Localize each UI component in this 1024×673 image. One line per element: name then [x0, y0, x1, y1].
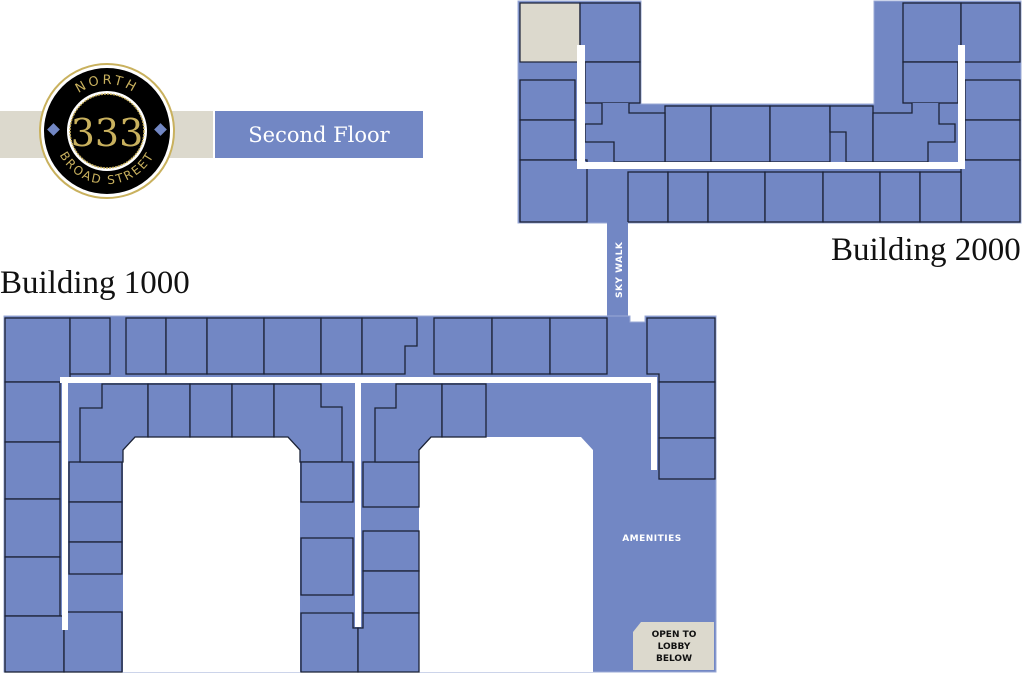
room[interactable] [165, 317, 208, 375]
room[interactable] [960, 2, 1021, 63]
room[interactable] [189, 383, 233, 438]
room[interactable] [584, 61, 641, 104]
room[interactable] [879, 171, 921, 223]
rooms-2000 [519, 2, 1021, 223]
room[interactable] [707, 171, 766, 223]
logo: NORTH BROAD STREET 333 [39, 63, 175, 199]
room[interactable] [627, 171, 669, 223]
open-to-lobby-below: OPEN TO LOBBY BELOW [633, 622, 714, 670]
room[interactable] [69, 317, 111, 375]
building-2000-title: Building 2000 [831, 232, 1021, 268]
room[interactable] [441, 383, 487, 438]
room[interactable] [68, 501, 123, 543]
room[interactable] [710, 105, 771, 163]
room[interactable] [68, 541, 123, 575]
room[interactable] [960, 159, 1021, 223]
room[interactable] [362, 530, 420, 572]
rooms-1000 [4, 317, 716, 673]
room[interactable] [4, 556, 61, 617]
courtyard [419, 437, 593, 672]
room[interactable] [357, 612, 420, 673]
svg-text:LOBBY: LOBBY [658, 642, 691, 652]
room[interactable] [664, 105, 712, 163]
room[interactable] [4, 441, 61, 500]
room[interactable] [125, 317, 167, 375]
room[interactable] [964, 79, 1021, 121]
amenities-area[interactable]: AMENITIES [622, 534, 682, 544]
building-1000: AMENITIES OPEN TO LOBBY BELOW [3, 315, 717, 673]
building-2000 [517, 0, 1022, 224]
room[interactable] [4, 615, 65, 673]
room[interactable] [300, 612, 359, 673]
svg-text:AMENITIES: AMENITIES [622, 534, 682, 544]
room[interactable] [4, 498, 61, 558]
room[interactable] [549, 317, 608, 375]
room[interactable] [822, 171, 881, 223]
room[interactable] [919, 171, 962, 223]
building-1000-title: Building 1000 [0, 265, 190, 301]
room[interactable] [658, 381, 716, 439]
open-area [519, 2, 581, 63]
room[interactable] [579, 2, 641, 63]
room[interactable] [519, 79, 576, 121]
room[interactable] [769, 105, 831, 163]
room[interactable] [964, 119, 1021, 161]
room[interactable] [491, 317, 551, 375]
room[interactable] [519, 119, 576, 161]
room[interactable] [362, 461, 420, 508]
room[interactable] [361, 317, 418, 375]
svg-text:SKY WALK: SKY WALK [615, 241, 625, 298]
room[interactable] [519, 159, 588, 223]
courtyard [123, 437, 300, 672]
room[interactable] [263, 317, 322, 375]
room[interactable] [300, 461, 354, 503]
floor-label: Second Floor [215, 111, 423, 158]
sky-walk[interactable]: SKY WALK [607, 222, 628, 322]
room[interactable] [362, 570, 420, 614]
room[interactable] [63, 611, 123, 673]
room[interactable] [658, 437, 716, 480]
room[interactable] [433, 317, 493, 375]
room[interactable] [320, 317, 363, 375]
corridor [60, 377, 657, 630]
room[interactable] [584, 103, 666, 163]
room[interactable] [206, 317, 265, 375]
room[interactable] [300, 537, 354, 596]
room[interactable] [4, 317, 71, 383]
room[interactable] [902, 2, 962, 63]
room[interactable] [667, 171, 709, 223]
room[interactable] [646, 317, 716, 383]
room[interactable] [231, 383, 275, 438]
svg-text:333: 333 [71, 111, 144, 155]
room[interactable] [764, 171, 824, 223]
room[interactable] [872, 103, 956, 163]
room[interactable] [902, 61, 959, 104]
room[interactable] [4, 381, 61, 443]
svg-text:BELOW: BELOW [656, 654, 692, 664]
room[interactable] [68, 461, 123, 503]
svg-text:OPEN TO: OPEN TO [652, 630, 697, 640]
room[interactable] [147, 383, 191, 438]
